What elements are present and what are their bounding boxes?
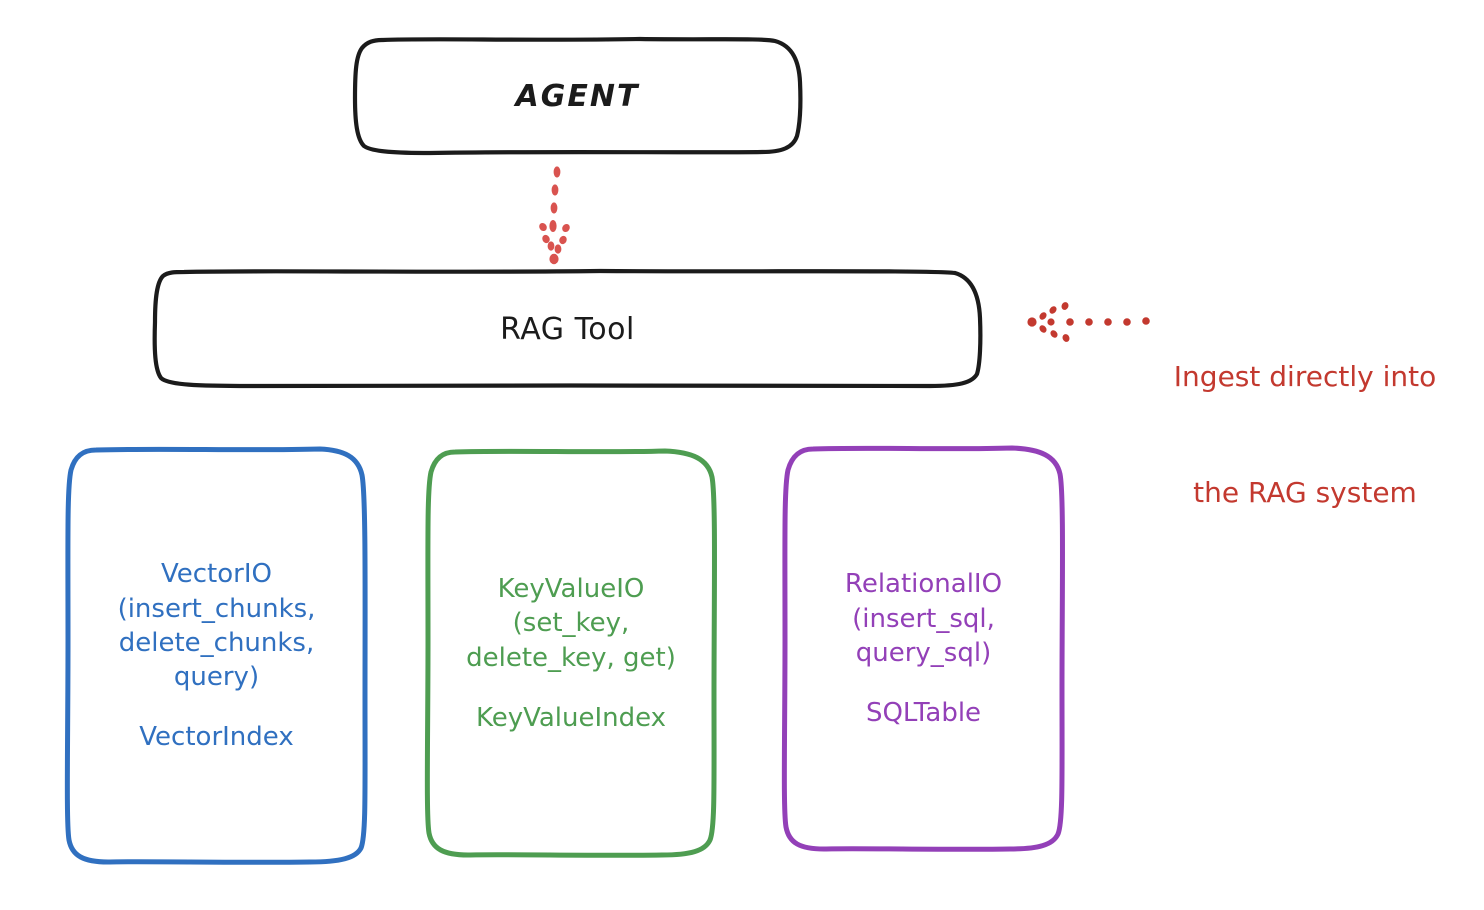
vector-io-box[interactable] xyxy=(64,446,368,865)
agent-to-rag-tool-arrow xyxy=(539,166,570,265)
ingest-to-rag-tool-arrow xyxy=(1027,302,1150,342)
rag-tool-box[interactable] xyxy=(152,268,983,389)
relational-io-box[interactable] xyxy=(781,445,1065,852)
key-value-io-box[interactable] xyxy=(424,448,717,858)
agent-box[interactable] xyxy=(352,36,803,156)
